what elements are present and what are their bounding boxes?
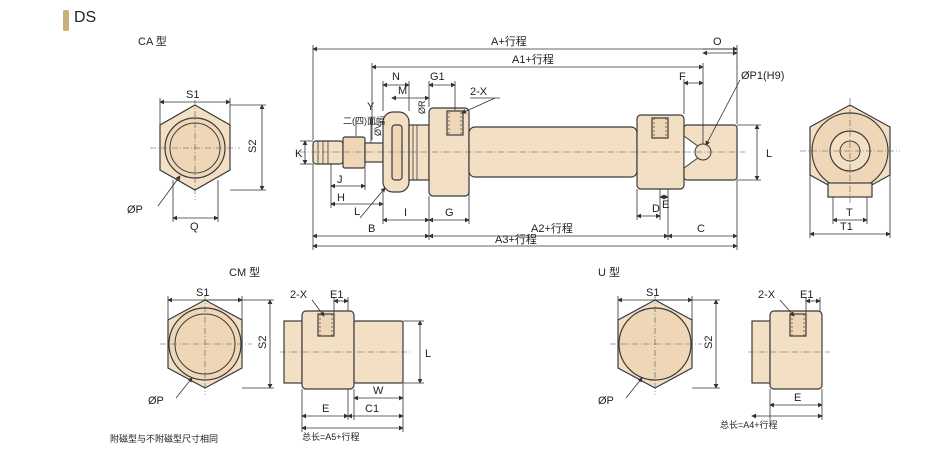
dim-phi-r: ØR xyxy=(417,100,427,114)
dim-t1: T1 xyxy=(840,221,853,233)
cm-s1-label: S1 xyxy=(196,287,209,299)
dim-two-face: 二(四)面幅 xyxy=(343,115,385,126)
ca-q-label: Q xyxy=(190,221,199,233)
cm-2x-label: 2-X xyxy=(290,289,308,301)
u-e-label: E xyxy=(794,392,801,404)
u-side-view xyxy=(748,297,830,420)
mount-nut xyxy=(408,124,430,181)
dim-j: J xyxy=(337,174,343,186)
cm-a5-total: 总长=A5+行程 xyxy=(302,431,360,442)
dim-k: K xyxy=(295,148,303,160)
u-e1-label: E1 xyxy=(800,289,813,301)
cm-e-label: E xyxy=(322,403,329,415)
dim-e: E xyxy=(662,199,669,211)
dim-a3-stroke: A3+行程 xyxy=(495,233,537,246)
cm-side-view xyxy=(280,297,424,432)
cm-c1-label: C1 xyxy=(365,403,379,415)
cm-phi-p-label: ØP xyxy=(148,395,164,407)
dim-a2-stroke: A2+行程 xyxy=(531,222,573,235)
dim-l-right: L xyxy=(766,148,772,160)
ca-view-label: CA 型 xyxy=(138,34,167,48)
dimension-labels: CA 型 CM 型 U 型 S1 S2 ØP Q A+行程 A1+行程 O F … xyxy=(110,34,853,444)
cm-w-label: W xyxy=(373,385,384,397)
dim-n: N xyxy=(392,71,400,83)
section-title: DS xyxy=(74,9,97,26)
dim-m: M xyxy=(398,85,407,97)
u-2x-label: 2-X xyxy=(758,289,776,301)
cm-l-label: L xyxy=(425,348,431,360)
dim-h: H xyxy=(337,192,345,204)
dim-f: F xyxy=(679,71,686,83)
u-s1-label: S1 xyxy=(646,287,659,299)
u-a4-total: 总长=A4+行程 xyxy=(720,419,778,430)
u-end-view xyxy=(610,295,720,399)
dim-g1: G1 xyxy=(430,71,445,83)
dim-d: D xyxy=(652,203,660,215)
dim-2x: 2-X xyxy=(470,86,488,98)
ca-phi-p-label: ØP xyxy=(127,204,143,216)
dim-i: I xyxy=(404,207,407,219)
dim-phi-p1: ØP1(H9) xyxy=(741,70,784,82)
u-phi-p-label: ØP xyxy=(598,395,614,407)
cm-e1-label: E1 xyxy=(330,289,343,301)
cm-view-label: CM 型 xyxy=(229,265,260,279)
cm-end-view xyxy=(160,295,274,399)
dim-phi-v: ØV xyxy=(373,123,383,136)
u-s2-label: S2 xyxy=(703,336,715,349)
dim-l-left: L xyxy=(354,206,360,218)
u-view-label: U 型 xyxy=(598,265,620,279)
dim-o: O xyxy=(713,36,722,48)
rear-end-view xyxy=(800,98,900,238)
dim-a1-stroke: A1+行程 xyxy=(512,53,554,66)
front-port xyxy=(446,110,464,136)
ca-s1-label: S1 xyxy=(186,89,199,101)
dim-a-stroke: A+行程 xyxy=(491,35,527,48)
dim-t: T xyxy=(846,207,853,219)
dim-g: G xyxy=(445,207,454,219)
dim-b: B xyxy=(368,223,375,235)
dim-y: Y xyxy=(367,101,375,113)
ca-s2-label: S2 xyxy=(247,140,259,153)
dim-c: C xyxy=(697,223,705,235)
cm-s2-label: S2 xyxy=(257,336,269,349)
rear-port xyxy=(651,117,669,139)
piston-rod xyxy=(364,142,384,163)
rod-nut xyxy=(342,136,366,169)
section-marker xyxy=(63,10,69,31)
main-side-view xyxy=(300,45,761,250)
u-head xyxy=(769,310,823,390)
ca-end-view xyxy=(150,98,266,222)
magnet-note: 附磁型与不附磁型尺寸相同 xyxy=(110,433,218,444)
